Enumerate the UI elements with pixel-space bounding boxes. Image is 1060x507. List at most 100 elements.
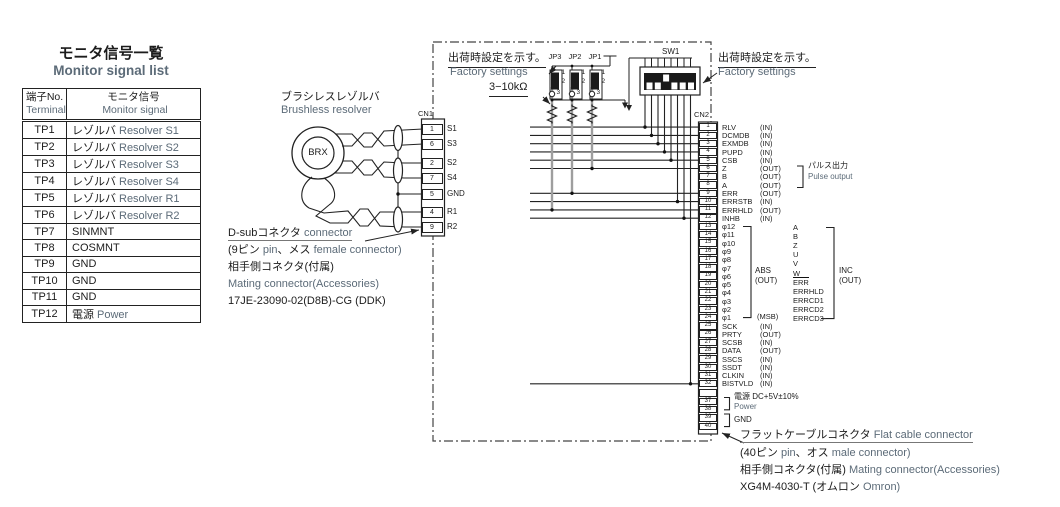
- cn1-pin-label-R2: R2: [447, 222, 458, 231]
- cn1-name: CN1: [418, 109, 434, 118]
- cn2-pin-name-14: φ11: [722, 230, 735, 240]
- cn1-pin-5: 5: [421, 188, 443, 200]
- dsub-note-line5: 17JE-23090-02(D8B)-CG (DDK): [228, 295, 386, 309]
- note-segment: Flat cable connector: [873, 429, 973, 441]
- flat-note-line3: 相手側コネクタ(付属) Mating connector(Accessories…: [740, 464, 1000, 478]
- cn2-pin-name-4: PUPD: [722, 147, 743, 157]
- cn2-pin-40: 40: [699, 422, 717, 431]
- cn2-pin-27: 27: [699, 338, 717, 347]
- cn2-pin-2: 2: [699, 131, 717, 140]
- cn2-pin-name-20: φ5: [722, 280, 732, 290]
- cn2-pin-name-31: CLKIN: [722, 371, 745, 381]
- cn2-pin-10: 10: [699, 197, 717, 206]
- cn2-pin-7: 7: [699, 173, 717, 181]
- terminal-cell: TP7: [22, 222, 67, 241]
- jumper-label-JP3: JP3: [548, 52, 562, 61]
- factory-settings-left-en: Factory settings: [450, 66, 528, 78]
- signal-cell: GND: [66, 288, 201, 306]
- cn2-pin-6: 6: [699, 164, 717, 173]
- msb-label: (MSB): [757, 311, 779, 321]
- note-segment: male connector): [831, 447, 911, 459]
- inc-item-ERRCD3: ERRCD3: [793, 314, 824, 323]
- cn2-pin-dir-5: (IN): [760, 155, 773, 165]
- cn1-pin-label-S1: S1: [447, 124, 457, 133]
- cn2-pin-name-1: RLV: [722, 122, 737, 132]
- cn2-pin-name-11: ERRHLD: [722, 205, 753, 215]
- sw1-label: SW1: [662, 47, 680, 56]
- cn2-pin-4: 4: [699, 148, 717, 156]
- cn2-pin-29: 29: [699, 355, 717, 363]
- cn2-pin-30: 30: [699, 363, 717, 371]
- cn2-pin-dir-28: (OUT): [760, 346, 781, 356]
- cn2-pin-name-30: SSDT: [722, 362, 743, 372]
- note-segment: pin: [780, 447, 796, 459]
- inc-signal: B: [793, 232, 799, 242]
- cn2-pin-dir-3: (IN): [760, 139, 773, 149]
- inc-signal: U: [793, 250, 799, 260]
- factory-settings-right-jp: 出荷時設定を示す。: [718, 52, 816, 68]
- cn2-pin-13: 13: [699, 222, 717, 231]
- cn2-pin-16: 16: [699, 247, 717, 255]
- cn2-pin-name-9: ERR: [722, 189, 738, 199]
- cn2-pin-32: 32: [699, 380, 717, 388]
- cn2-pin-17: 17: [699, 255, 717, 264]
- dsub-note-line2: (9ピン pin、メス female connector): [228, 244, 402, 258]
- cn1-pin-7: 7: [421, 172, 443, 184]
- cn2-pin-37: 37: [699, 397, 717, 406]
- jumper-pin-label: 3: [596, 88, 601, 96]
- inc-item-ERRCD1: ERRCD1: [793, 296, 824, 305]
- cn2-pin-name-29: SSCS: [722, 354, 743, 364]
- note-segment: フラットケーブルコネクタ: [740, 429, 874, 441]
- col-header-terminal: 端子No. Terminal: [22, 88, 67, 122]
- resolver-label-jp: ブラシレスレゾルバ: [281, 91, 380, 103]
- power-supply-en: Power: [734, 401, 757, 411]
- cn2-pin-dir-27: (IN): [760, 338, 773, 348]
- note-segment: 相手側コネクタ(付属): [228, 261, 334, 273]
- cn2-pin-26: 26: [699, 330, 717, 338]
- inc-group-dir: (OUT): [839, 276, 862, 285]
- note-segment: 相手側コネクタ(付属): [740, 464, 849, 476]
- inc-signal: ERRCD1: [793, 295, 824, 305]
- cn2-pin-31: 31: [699, 371, 717, 380]
- resolver-label-en: Brushless resolver: [281, 104, 372, 116]
- cn2-brackets: [724, 165, 835, 428]
- cn2-pin-28: 28: [699, 346, 717, 355]
- cn2-pin-name-26: PRTY: [722, 329, 742, 339]
- jumper-pin-label: 3: [556, 88, 561, 96]
- cn2-pin-dir-6: (OUT): [760, 164, 781, 174]
- cn2-pin-dir-26: (OUT): [760, 329, 781, 339]
- table-title-en: Monitor signal list: [53, 63, 169, 78]
- cn2-pin-dir-11: (OUT): [760, 205, 781, 215]
- cn2-pin-dir-32: (IN): [760, 379, 773, 389]
- inc-item-ERRHLD: ERRHLD: [793, 287, 824, 296]
- cn2-pin-name-13: φ12: [722, 222, 736, 232]
- cn2-pin-19: 19: [699, 272, 717, 280]
- cn2-pin-name-21: φ4: [722, 288, 732, 298]
- terminal-cell: TP9: [22, 255, 67, 274]
- inc-signal: ERRHLD: [793, 286, 824, 296]
- cn2-pin-14: 14: [699, 231, 717, 239]
- cn2-pin-23: 23: [699, 305, 717, 313]
- abs-group-label: ABS: [755, 266, 772, 275]
- cn1-pin-2: 2: [421, 157, 443, 169]
- inc-item-B: B: [793, 232, 798, 241]
- leader-lines: [364, 65, 745, 444]
- inc-item-A: A: [793, 223, 798, 232]
- jumper-pin-label: 1: [581, 68, 586, 76]
- cn2-pin-name-19: φ6: [722, 271, 732, 281]
- jumper-pin-label: 1: [561, 68, 566, 76]
- cn2-pin-18: 18: [699, 264, 717, 272]
- jumper-pin-label: 2: [561, 78, 566, 85]
- cn2-pin-name-18: φ7: [722, 263, 732, 273]
- inc-item-ERR: ERR: [793, 276, 809, 287]
- gnd-label: GND: [734, 414, 752, 424]
- resolver-drawing: [291, 124, 424, 233]
